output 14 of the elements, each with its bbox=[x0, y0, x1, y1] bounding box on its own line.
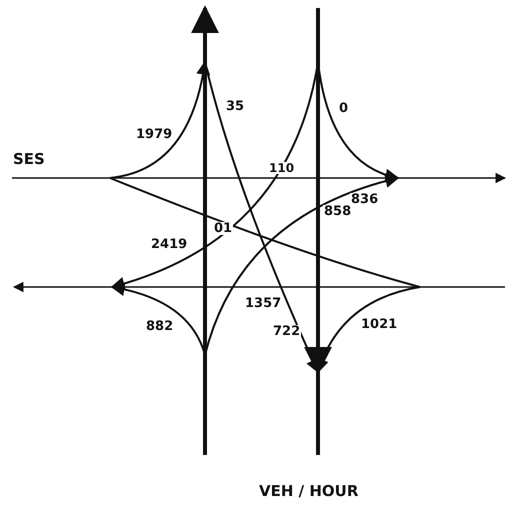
flow-value: 1357 bbox=[244, 297, 282, 310]
flow-value: 836 bbox=[350, 193, 380, 206]
flow-value: 858 bbox=[323, 205, 352, 218]
unit-label: VEH / HOUR bbox=[258, 484, 360, 499]
flow-value: 110 bbox=[268, 162, 296, 174]
flow-value: 1021 bbox=[360, 318, 398, 331]
flow-value: 882 bbox=[145, 320, 174, 333]
flow-value: 1979 bbox=[135, 128, 174, 141]
flow-value: 722 bbox=[272, 325, 302, 338]
road-label: SES bbox=[12, 152, 46, 167]
flow-value: 0 bbox=[338, 102, 350, 115]
flow-value: 01 bbox=[213, 222, 234, 235]
flow-value: 35 bbox=[225, 100, 246, 113]
flow-value: 2419 bbox=[150, 238, 188, 251]
